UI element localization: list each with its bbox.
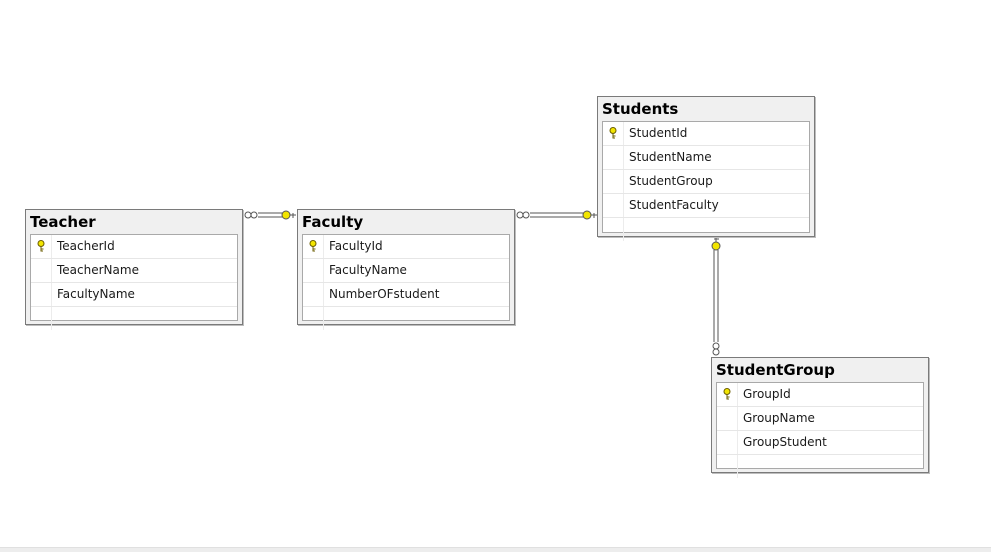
empty-row[interactable] bbox=[603, 218, 809, 241]
column-name: NumberOFstudent bbox=[329, 287, 440, 301]
primary-key-icon bbox=[723, 388, 731, 400]
column-grid: StudentId StudentName StudentGroup Stude… bbox=[602, 121, 810, 241]
relationship-teacher-faculty[interactable] bbox=[244, 210, 296, 220]
table-title: StudentGroup bbox=[716, 361, 835, 379]
horizontal-scrollbar[interactable] bbox=[0, 547, 991, 552]
column-name: GroupId bbox=[743, 387, 791, 401]
primary-key-icon bbox=[37, 240, 45, 252]
column-name: FacultyName bbox=[329, 263, 407, 277]
column-row[interactable]: FacultyName bbox=[31, 283, 237, 307]
column-name: GroupStudent bbox=[743, 435, 827, 449]
column-row[interactable]: StudentGroup bbox=[603, 170, 809, 194]
column-row[interactable]: TeacherName bbox=[31, 259, 237, 283]
table-studentgroup[interactable]: StudentGroup GroupId GroupName GroupStud… bbox=[711, 357, 929, 478]
column-name: StudentId bbox=[629, 126, 688, 140]
column-row[interactable]: StudentName bbox=[603, 146, 809, 170]
table-students[interactable]: Students StudentId StudentName StudentGr… bbox=[597, 96, 815, 241]
column-name: StudentGroup bbox=[629, 174, 713, 188]
column-name: FacultyId bbox=[329, 239, 383, 253]
table-title: Faculty bbox=[302, 213, 364, 231]
table-teacher[interactable]: Teacher TeacherId TeacherName FacultyNam… bbox=[25, 209, 243, 330]
relationship-faculty-students[interactable] bbox=[516, 210, 597, 220]
column-name: FacultyName bbox=[57, 287, 135, 301]
table-faculty[interactable]: Faculty FacultyId FacultyName NumberOFst… bbox=[297, 209, 515, 330]
column-row[interactable]: GroupStudent bbox=[717, 431, 923, 455]
empty-row[interactable] bbox=[717, 455, 923, 478]
column-row[interactable]: FacultyId bbox=[303, 235, 509, 259]
column-name: TeacherName bbox=[57, 263, 139, 277]
column-name: StudentFaculty bbox=[629, 198, 719, 212]
column-grid: FacultyId FacultyName NumberOFstudent bbox=[302, 234, 510, 330]
column-row[interactable]: GroupId bbox=[717, 383, 923, 407]
empty-row[interactable] bbox=[31, 307, 237, 330]
column-row[interactable]: FacultyName bbox=[303, 259, 509, 283]
primary-key-icon bbox=[609, 127, 617, 139]
column-grid: GroupId GroupName GroupStudent bbox=[716, 382, 924, 478]
primary-key-icon bbox=[309, 240, 317, 252]
column-name: GroupName bbox=[743, 411, 815, 425]
column-grid: TeacherId TeacherName FacultyName bbox=[30, 234, 238, 330]
empty-row[interactable] bbox=[303, 307, 509, 330]
table-title: Students bbox=[602, 100, 679, 118]
column-row[interactable]: NumberOFstudent bbox=[303, 283, 509, 307]
table-title: Teacher bbox=[30, 213, 96, 231]
relationship-students-studentgroup[interactable] bbox=[711, 236, 721, 356]
column-name: TeacherId bbox=[57, 239, 115, 253]
column-name: StudentName bbox=[629, 150, 712, 164]
column-row[interactable]: StudentFaculty bbox=[603, 194, 809, 218]
column-row[interactable]: TeacherId bbox=[31, 235, 237, 259]
column-row[interactable]: StudentId bbox=[603, 122, 809, 146]
column-row[interactable]: GroupName bbox=[717, 407, 923, 431]
